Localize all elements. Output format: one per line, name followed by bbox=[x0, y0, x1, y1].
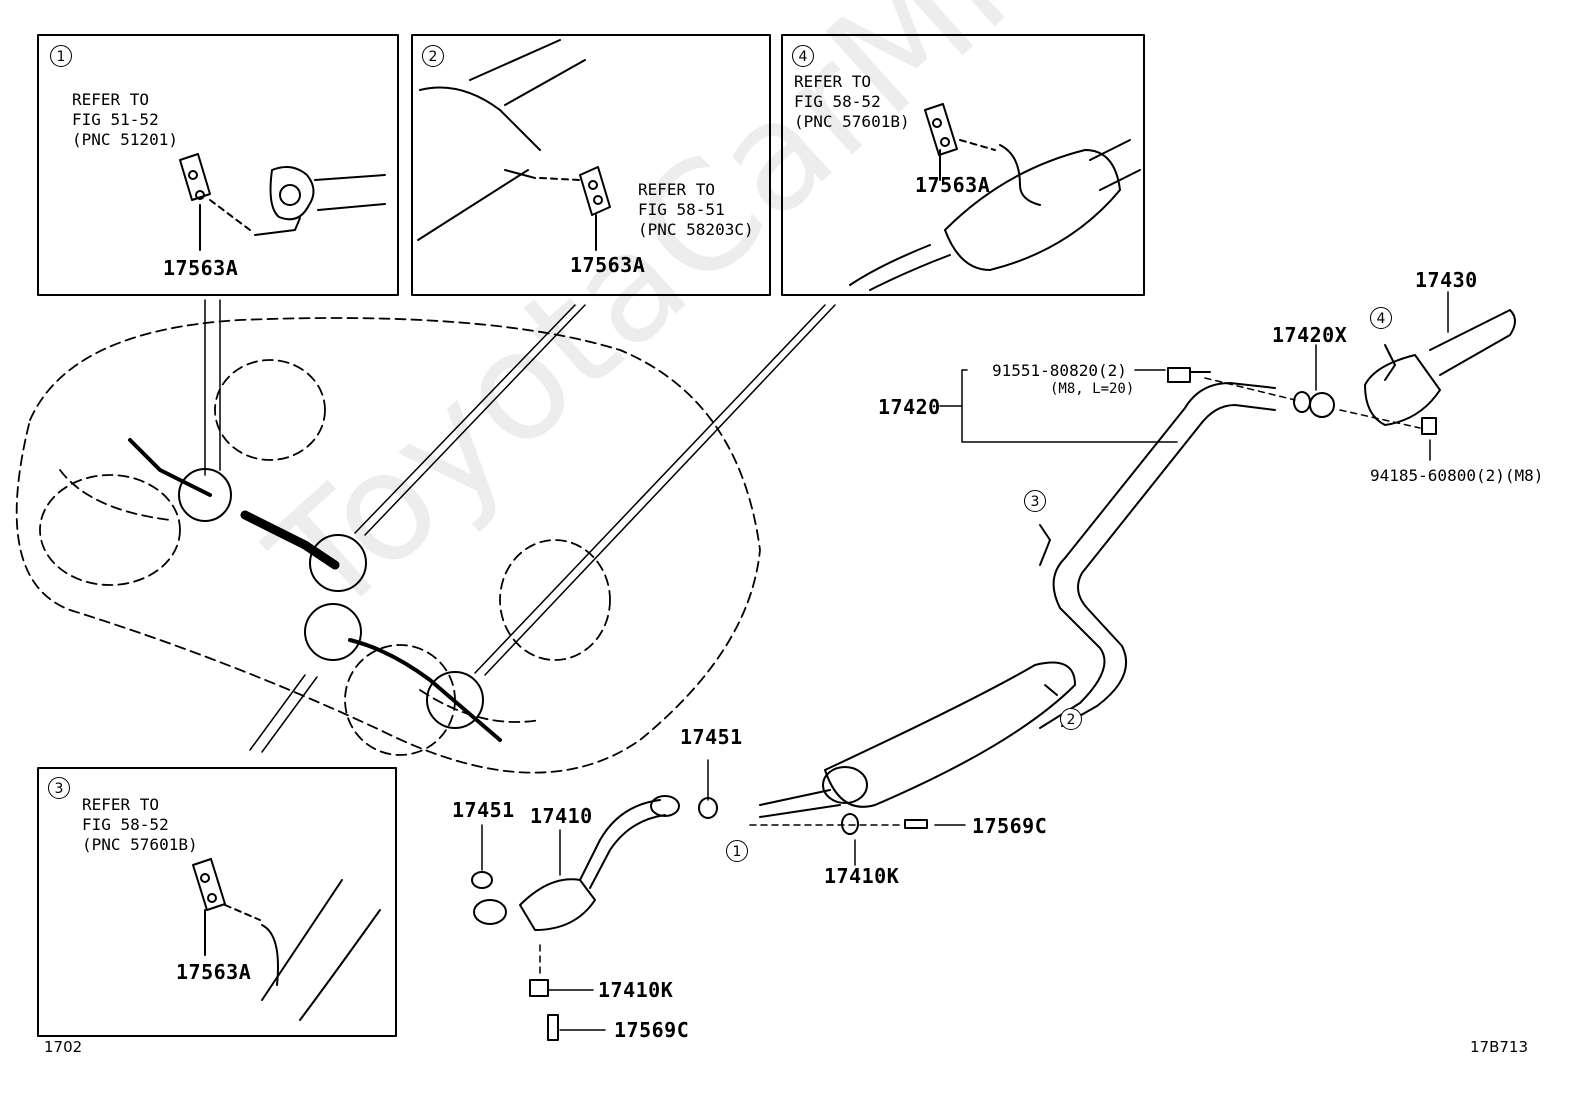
part-17569C-lower-label: 17569C bbox=[614, 1018, 690, 1042]
zoom-circle-c bbox=[304, 603, 362, 661]
hardware bbox=[471, 367, 1437, 1041]
callout-4: 4 bbox=[1370, 307, 1392, 329]
inset-2-ref: REFER TO FIG 58-51 (PNC 58203C) bbox=[638, 180, 754, 239]
inset-4-ref: REFER TO FIG 58-52 (PNC 57601B) bbox=[794, 72, 910, 131]
inset-3-marker: 3 bbox=[48, 777, 70, 799]
front-pipe-17410 bbox=[473, 795, 680, 931]
inset-2-frame bbox=[411, 34, 771, 296]
inset-2-part: 17563A bbox=[570, 253, 646, 277]
inset-4-part: 17563A bbox=[915, 173, 991, 197]
zoom-circle-d bbox=[426, 671, 484, 729]
page-number: 1702 bbox=[44, 1038, 83, 1056]
leader-lines bbox=[481, 291, 1449, 1031]
figure-code: 17B713 bbox=[1470, 1038, 1529, 1056]
part-17410-label: 17410 bbox=[530, 804, 593, 828]
inset-1-part: 17563A bbox=[163, 256, 239, 280]
part-17410K-right-label: 17410K bbox=[824, 864, 900, 888]
part-17569C-right-label: 17569C bbox=[972, 814, 1048, 838]
inset-3-frame bbox=[37, 767, 397, 1037]
inset-2-marker: 2 bbox=[422, 45, 444, 67]
car-exhaust bbox=[128, 438, 502, 742]
nut-label: 94185-60800(2)(M8) bbox=[1370, 466, 1544, 485]
bolt-spec-label: (M8, L=20) bbox=[1050, 381, 1135, 397]
callout-3: 3 bbox=[1024, 490, 1046, 512]
callout-1: 1 bbox=[726, 840, 748, 862]
inset-1-ref: REFER TO FIG 51-52 (PNC 51201) bbox=[72, 90, 178, 149]
leader-arrows bbox=[204, 299, 836, 753]
inset-3-drawing bbox=[192, 858, 381, 1021]
part-17420-label: 17420 bbox=[878, 395, 941, 419]
part-17420X-label: 17420X bbox=[1272, 323, 1348, 347]
tailpipe-17430 bbox=[1364, 309, 1516, 426]
zoom-circle-b bbox=[309, 534, 367, 592]
inset-1-marker: 1 bbox=[50, 45, 72, 67]
part-17451-lower-label: 17451 bbox=[452, 798, 515, 822]
inset-2-drawing bbox=[417, 39, 611, 251]
part-17451-upper-label: 17451 bbox=[680, 725, 743, 749]
part-17410K-lower-label: 17410K bbox=[598, 978, 674, 1002]
car-outline bbox=[15, 317, 761, 774]
main-pipe-17420 bbox=[759, 382, 1276, 818]
inset-3-part: 17563A bbox=[176, 960, 252, 984]
inset-1-frame bbox=[37, 34, 399, 296]
inset-4-frame bbox=[781, 34, 1145, 296]
inset-3-ref: REFER TO FIG 58-52 (PNC 57601B) bbox=[82, 795, 198, 854]
part-17430-label: 17430 bbox=[1415, 268, 1478, 292]
zoom-circle-a bbox=[178, 468, 232, 522]
inset-1-drawing bbox=[179, 153, 386, 251]
inset-4-drawing bbox=[849, 103, 1141, 291]
inset-4-marker: 4 bbox=[792, 45, 814, 67]
bolt-label: 91551-80820(2) bbox=[992, 361, 1127, 380]
callout-2: 2 bbox=[1060, 708, 1082, 730]
